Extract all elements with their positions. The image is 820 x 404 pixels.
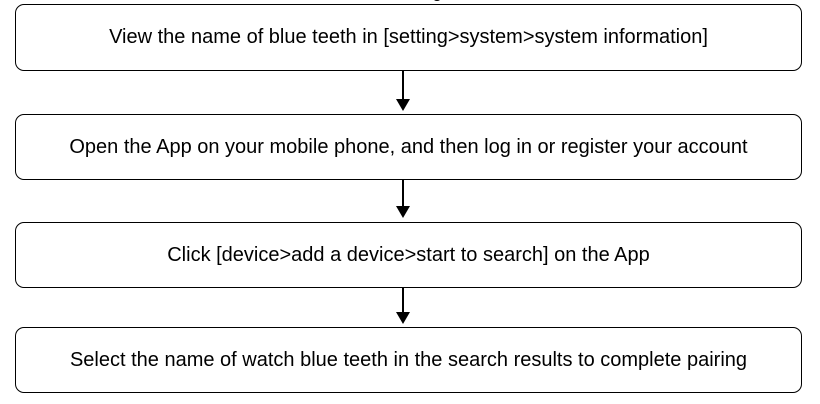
flow-step-label: Select the name of watch blue teeth in t… [69,348,748,371]
arrow-step3-to-step4 [396,288,410,324]
flow-step-label: Click [device>add a device>start to sear… [167,243,650,266]
cropped-title-fragment [432,0,442,1]
flow-step-add-device-search: Click [device>add a device>start to sear… [15,222,802,288]
arrow-step1-to-step2 [396,71,410,111]
flow-step-select-and-pair: Select the name of watch blue teeth in t… [15,327,802,393]
flow-step-label: View the name of blue teeth in [setting>… [109,26,708,48]
flow-step-open-app-login: Open the App on your mobile phone, and t… [15,114,802,180]
flow-step-view-bluetooth-name: View the name of blue teeth in [setting>… [15,4,802,71]
flow-step-label: Open the App on your mobile phone, and t… [69,135,748,158]
arrow-step2-to-step3 [396,180,410,218]
